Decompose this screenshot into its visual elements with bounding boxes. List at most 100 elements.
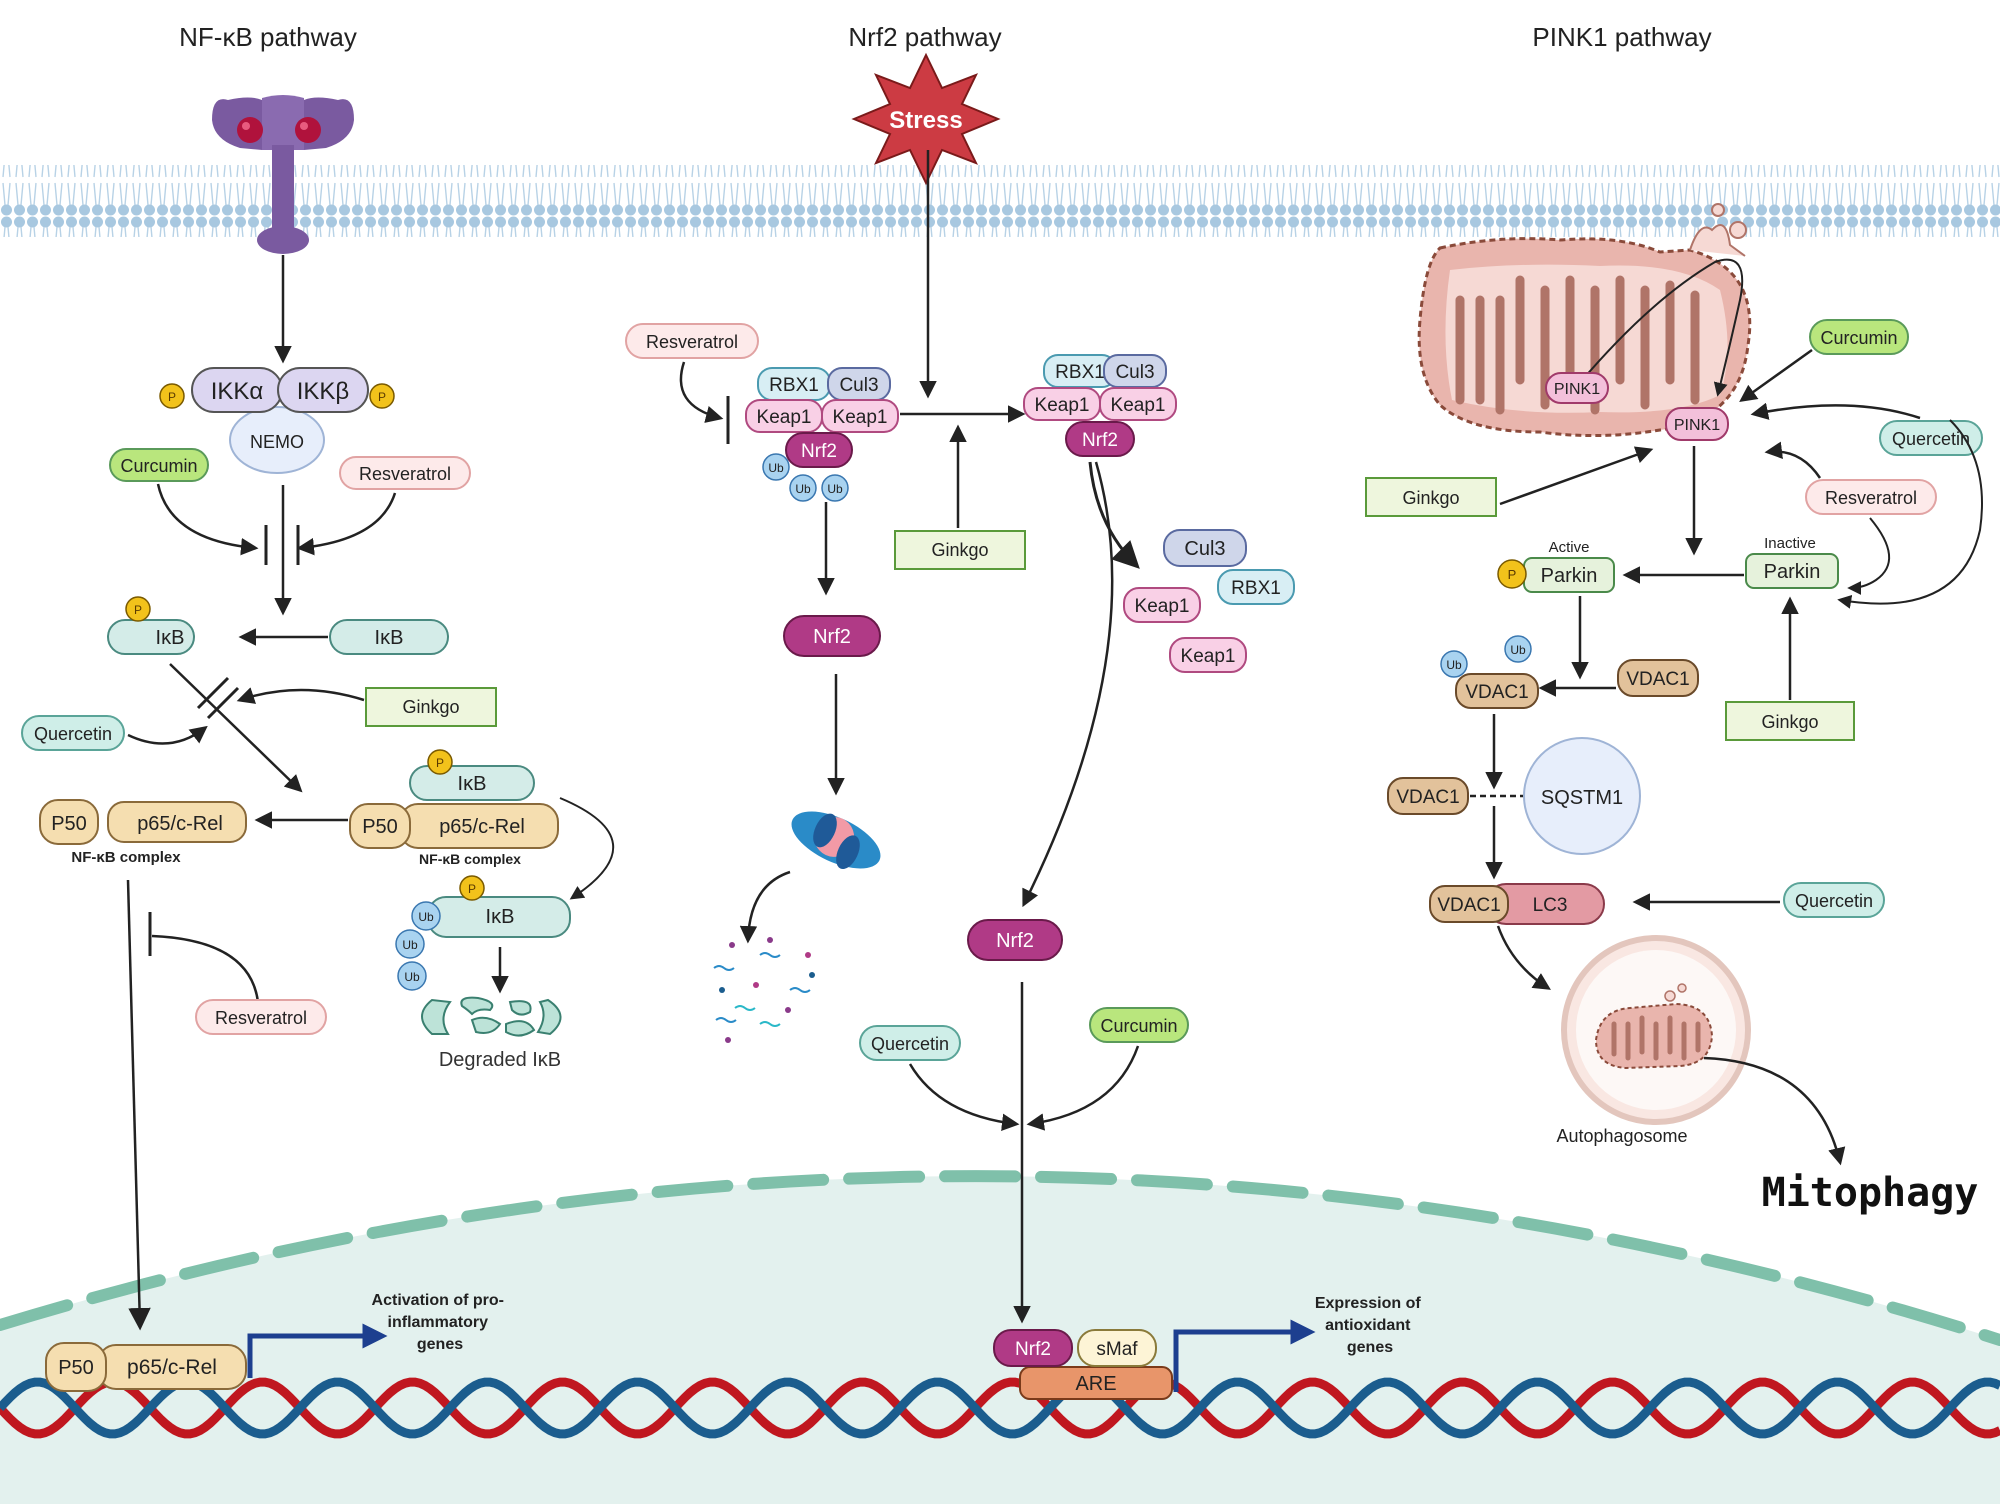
degraded-ikb-label: Degraded IκB <box>439 1049 561 1071</box>
resveratrol-tag <box>195 999 327 1035</box>
arrow-dissociation <box>1088 461 1140 569</box>
phospho-icon <box>369 383 395 409</box>
arrow-resveratrol-block <box>151 934 260 1003</box>
svg-text:Parkin: Parkin <box>1541 565 1598 587</box>
svg-text:P: P <box>468 882 476 896</box>
parkin-inactive <box>1745 553 1839 589</box>
proteasome-icon <box>791 811 881 870</box>
resveratrol-tag <box>625 323 759 359</box>
vdac1-ub: VDAC1 Ub Ub <box>1440 635 1539 709</box>
svg-text:VDAC1: VDAC1 <box>1626 669 1689 690</box>
mitophagy-label: Mitophagy <box>1762 1170 1979 1216</box>
svg-text:Ub: Ub <box>404 970 420 984</box>
nfkb-complex-bound: IκB P p65/c-Rel P50 NF-κB complex <box>349 749 559 867</box>
expression-label: Expression of antioxidant genes <box>1315 1295 1425 1356</box>
svg-text:Cul3: Cul3 <box>839 375 878 396</box>
ubiquitin-icon <box>411 901 441 931</box>
svg-text:P50: P50 <box>51 813 87 835</box>
svg-text:IκB: IκB <box>375 627 404 649</box>
svg-text:Nrf2: Nrf2 <box>1015 1339 1051 1360</box>
ubiquitin-icon <box>762 453 790 481</box>
arrow-nrf2-release <box>1022 461 1114 908</box>
damaged-mitochondrion-icon <box>1417 203 1752 438</box>
svg-text:Ub: Ub <box>827 482 843 496</box>
svg-text:Parkin: Parkin <box>1764 561 1821 583</box>
pink1-stable <box>1665 407 1729 441</box>
svg-text:Ginkgo: Ginkgo <box>402 697 459 717</box>
svg-text:Quercetin: Quercetin <box>1892 429 1970 449</box>
resveratrol-tag <box>339 456 471 490</box>
svg-text:P50: P50 <box>58 1357 94 1379</box>
svg-text:p65/c-Rel: p65/c-Rel <box>439 816 525 838</box>
quercetin-tag <box>1879 420 1983 456</box>
svg-text:Stress: Stress <box>889 107 962 134</box>
svg-text:Keap1: Keap1 <box>1181 646 1236 667</box>
svg-text:RBX1: RBX1 <box>1231 578 1281 599</box>
ikkb <box>277 367 369 413</box>
ubiquitin-icon <box>1440 650 1468 678</box>
activation-label: Activation of pro- inflammatory genes <box>372 1292 509 1353</box>
svg-text:Resveratrol: Resveratrol <box>215 1008 307 1028</box>
nuclear-envelope <box>0 1170 2000 1346</box>
autophagosome-icon <box>1561 935 1751 1125</box>
quercetin-tag <box>21 715 125 751</box>
arrow-resveratrol-parkin <box>1847 517 1891 595</box>
arrow-curcumin-inhibit <box>156 483 259 556</box>
ikka-label: IKKα <box>211 378 264 405</box>
inhibition-bar <box>206 686 240 720</box>
svg-text:Quercetin: Quercetin <box>1795 891 1873 911</box>
curcumin-tag <box>1809 319 1909 355</box>
svg-text:LC3: LC3 <box>1533 895 1568 916</box>
arrow-pink1-accumulation <box>1577 258 1744 397</box>
ubiquitin-icon <box>789 474 817 502</box>
svg-text:Curcumin: Curcumin <box>120 456 197 476</box>
arrow-quercetin <box>908 1063 1020 1132</box>
inactive-label: Inactive <box>1764 535 1816 552</box>
svg-text:RBX1: RBX1 <box>769 375 819 396</box>
svg-text:Nrf2: Nrf2 <box>801 441 837 462</box>
curcumin-tag <box>109 448 209 482</box>
arrow-quercetin-inhibit <box>127 725 208 745</box>
svg-text:Ginkgo: Ginkgo <box>931 540 988 560</box>
svg-text:Resveratrol: Resveratrol <box>359 464 451 484</box>
peptide-fragments-icon <box>713 937 815 1043</box>
keap1-complex-ub: RBX1 Cul3 Keap1 Keap1 Nrf2 Ub Ub Ub <box>745 367 899 502</box>
svg-text:Ub: Ub <box>418 910 434 924</box>
svg-text:RBX1: RBX1 <box>1055 362 1105 383</box>
vdac1-lc3: LC3 VDAC1 <box>1429 883 1605 925</box>
svg-text:VDAC1: VDAC1 <box>1396 787 1459 808</box>
svg-text:IκB: IκB <box>458 773 487 795</box>
keap1-complex: RBX1 Cul3 Keap1 Keap1 Nrf2 <box>1023 354 1177 457</box>
svg-text:Quercetin: Quercetin <box>34 724 112 744</box>
svg-text:Resveratrol: Resveratrol <box>646 332 738 352</box>
svg-text:Nrf2: Nrf2 <box>996 930 1034 952</box>
ikb-phospho <box>107 619 195 655</box>
autophagosome-label: Autophagosome <box>1556 1126 1687 1146</box>
inhibition-bar <box>196 676 230 710</box>
svg-text:Ginkgo: Ginkgo <box>1402 488 1459 508</box>
svg-text:Curcumin: Curcumin <box>1100 1016 1177 1036</box>
arrow-to-ubiquitination <box>559 797 614 900</box>
sqstm1 <box>1523 737 1641 855</box>
svg-text:IκB: IκB <box>486 906 515 928</box>
quercetin-tag <box>1783 882 1885 918</box>
phospho-icon <box>427 749 453 775</box>
svg-text:Curcumin: Curcumin <box>1820 328 1897 348</box>
nfkb-complex-label: NF-κB complex <box>71 849 181 866</box>
svg-text:VDAC1: VDAC1 <box>1465 682 1528 703</box>
ginkgo-tag <box>365 687 497 727</box>
svg-text:P: P <box>378 390 386 404</box>
curcumin-tag <box>1089 1007 1189 1043</box>
arrow-to-autophagosome <box>1496 925 1551 990</box>
svg-text:Ub: Ub <box>768 461 784 475</box>
dissociated-proteins: Cul3 RBX1 Keap1 Keap1 <box>1123 529 1295 673</box>
ubiquitin-icon <box>821 474 849 502</box>
arrow-resveratrol-inhibit <box>296 492 397 556</box>
arrow-curcumin <box>1026 1045 1140 1131</box>
stress-icon: Stress <box>851 52 1001 186</box>
svg-text:IκB: IκB <box>156 627 185 649</box>
arrow-quercetin-to-pink1 <box>1750 402 1921 420</box>
receptor-icon <box>212 95 354 254</box>
svg-text:P: P <box>1508 567 1517 582</box>
